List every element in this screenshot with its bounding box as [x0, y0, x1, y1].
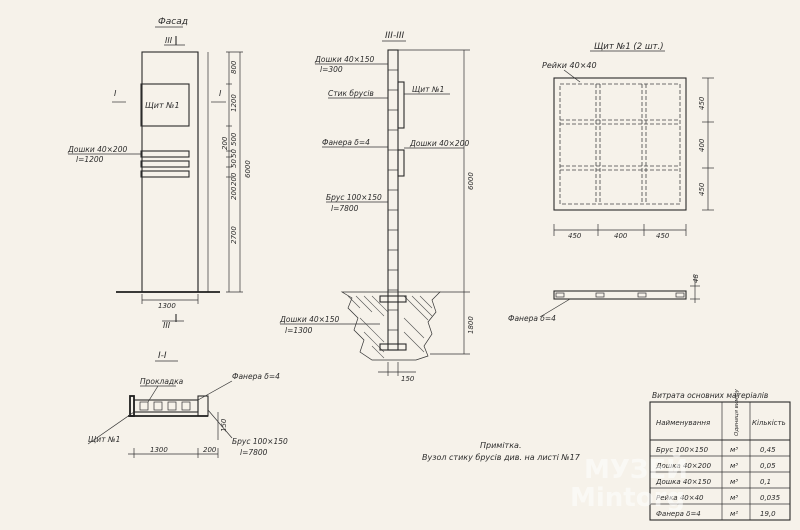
materials-row-0-qty: 0,45 [760, 446, 776, 454]
materials-row-4-unit: м² [730, 510, 738, 518]
shield-rails: Рейки 40×40 [542, 61, 597, 70]
materials-row-4-name: Фанера δ=4 [656, 510, 701, 518]
section1-dim-c: 150 [220, 418, 228, 432]
section3-title: III-III [385, 31, 405, 41]
section3-boards-top: Дошки 40×150 [314, 55, 374, 64]
shield-dim-bottom-0: 450 [568, 232, 582, 240]
materials-row-2-qty: 0,1 [760, 478, 771, 486]
materials-row-3-qty: 0,035 [760, 494, 781, 502]
shield-section-dim: 48 [692, 274, 700, 283]
watermark-line2: Mintorg [570, 483, 685, 513]
materials-row-4-qty: 19,0 [760, 510, 776, 518]
shield-dim-bottom-2: 450 [656, 232, 670, 240]
materials-row-2-unit: м³ [730, 478, 738, 486]
facade-panel [140, 83, 190, 127]
materials-row-0-unit: м³ [730, 446, 738, 454]
note-text: Вузол стику брусів див. на листі №17 [422, 453, 581, 462]
facade-dim-width: 1300 [158, 302, 176, 310]
materials-row-1-name: Дошка 40×200 [655, 462, 712, 470]
section3-boards-mid: Дошки 40×200 [409, 139, 469, 148]
materials-row-0-name: Брус 100×150 [656, 446, 709, 454]
watermark: МУЗЕЙ Mintorg [570, 453, 688, 513]
facade-view: Фасад III Щит №1 I I Дошки 40×200 l=1200… [67, 17, 252, 330]
shield-dim-bottom-1: 400 [614, 232, 628, 240]
shield-dim-right-1: 400 [698, 138, 706, 152]
materials-header-qty: Кількість [752, 419, 786, 427]
facade-section-mark-top: III [165, 36, 173, 45]
shield-section-plywood: Фанера δ=4 [508, 314, 556, 323]
section3-joint: Стик брусів [328, 89, 374, 98]
section1-dim-b: 200 [203, 446, 217, 454]
section3-boards-top-len: l=300 [320, 65, 343, 74]
section3-boards-bottom: Дошки 40×150 [279, 315, 339, 324]
section-i-view: I-I Прокладка Фанера δ=4 Щит №1 Брус 100… [87, 351, 288, 458]
section3-boards-bottom-len: l=1300 [285, 326, 313, 335]
materials-row-3-name: Рейка 40×40 [656, 494, 704, 502]
facade-dim-6: 200 [230, 186, 238, 200]
section3-beam: Брус 100×150 [326, 193, 382, 202]
note: Примітка. Вузол стику брусів див. на лис… [422, 441, 581, 462]
facade-dim-total: 6000 [244, 160, 252, 178]
section1-beam-len: l=7800 [240, 448, 268, 457]
facade-boards-length: l=1200 [76, 155, 104, 164]
facade-dim-5: 200 [230, 172, 238, 186]
section1-panel: Щит №1 [88, 435, 120, 444]
facade-section-mark-bottom: III [163, 321, 171, 330]
section3-panel: Щит №1 [412, 85, 444, 94]
section3-dim-height: 6000 [467, 172, 475, 190]
facade-mark-i-right: I [219, 89, 222, 98]
shield-outline [553, 77, 687, 211]
section1-spacer: Прокладка [140, 377, 184, 386]
facade-dim-7: 200 [221, 136, 229, 150]
facade-dim-1: 1200 [230, 94, 238, 112]
section1-beam: Брус 100×150 [232, 437, 288, 446]
facade-title: Фасад [158, 17, 188, 27]
section1-dim-a: 1300 [150, 446, 168, 454]
watermark-line1: МУЗЕЙ [584, 453, 688, 485]
facade-mark-i-left: I [114, 89, 117, 98]
shield-dim-right-0: 450 [698, 96, 706, 110]
materials-row-3-unit: м³ [730, 494, 738, 502]
section-iii-view: III-III Дошки 40×15 [279, 31, 475, 383]
facade-dim-2: 500 [230, 132, 238, 146]
note-title: Примітка. [480, 441, 522, 450]
facade-panel-label: Щит №1 [145, 101, 180, 110]
materials-table: Витрата основних матеріалів Найменування… [649, 388, 791, 521]
shield-title: Щит №1 (2 шт.) [594, 42, 664, 52]
materials-title: Витрата основних матеріалів [652, 391, 768, 400]
materials-row-1-unit: м³ [730, 462, 738, 470]
materials-row-1-qty: 0,05 [760, 462, 776, 470]
section3-beam-len: l=7800 [331, 204, 359, 213]
section1-plywood: Фанера δ=4 [232, 372, 280, 381]
facade-dim-8: 2700 [230, 226, 238, 244]
section3-dim-depth: 1800 [467, 316, 475, 334]
section1-title: I-I [158, 351, 167, 361]
facade-boards-label: Дошки 40×200 [67, 145, 127, 154]
facade-dim-0: 800 [230, 60, 238, 74]
facade-dim-4: 50 [230, 159, 238, 168]
materials-header-name: Найменування [656, 419, 710, 427]
facade-dim-3: 50 [230, 149, 238, 158]
shield-view: Щит №1 (2 шт.) Рейки 40×40 450 400 450 4… [542, 42, 714, 240]
materials-header-unit: Одиниця виміру [734, 388, 740, 436]
materials-row-2-name: Дошка 40×150 [655, 478, 712, 486]
section3-plywood: Фанера δ=4 [322, 138, 370, 147]
section3-dim-width: 150 [401, 375, 415, 383]
shield-section-view: 48 Фанера δ=4 [508, 274, 700, 323]
shield-dim-right-2: 450 [698, 182, 706, 196]
